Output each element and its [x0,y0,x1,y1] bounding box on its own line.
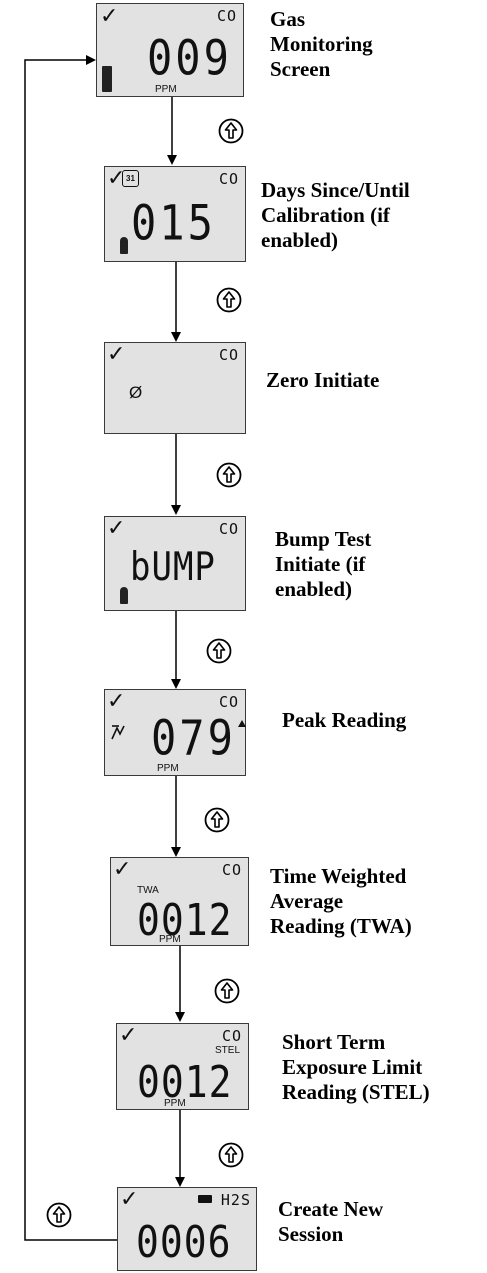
reading-value: 0012 [137,1056,233,1108]
check-icon: ✓ [120,1186,139,1211]
check-icon: ✓ [107,515,126,540]
gas-label: CO [221,861,242,879]
screen-stel-reading: ✓ CO STEL 0012 PPM [116,1023,249,1110]
gas-cylinder-icon [120,237,128,254]
unit-label: PPM [155,84,177,95]
stel-tag: STEL [215,1045,241,1056]
gas-label: CO [218,520,239,538]
caption-zero-initiate: Zero Initiate [266,368,380,392]
screen-peak-reading: ✓ CO 079 PPM [104,689,246,776]
check-icon: ✓ [107,688,126,713]
gas-cylinder-icon [120,587,128,604]
up-button-icon [204,807,230,833]
check-icon: ✓ [113,856,132,881]
unit-label: PPM [159,934,181,945]
gas-label: CO [221,1027,242,1045]
check-icon: ✓ [107,165,126,190]
gas-label: H2S [220,1191,251,1209]
battery-icon [102,66,112,92]
screen-new-session: ✓ H2S 0006 [117,1187,257,1271]
gas-label: CO [218,346,239,364]
reading-value: bUMP [130,544,216,591]
reading-value: 079 [151,709,236,766]
up-button-icon [218,118,244,144]
gas-label: CO [216,7,237,25]
up-button-icon [214,978,240,1004]
screen-gas-monitoring: ✓ CO 009 PPM [96,3,244,97]
triangle-up-icon [238,720,246,727]
up-button-icon [216,287,242,313]
screen-zero-initiate: ✓ CO Ø [104,342,246,434]
return-loop-line [24,55,117,1241]
gas-label: CO [218,170,239,188]
peak-icon [111,725,125,740]
up-button-icon [206,638,232,664]
up-button-icon [218,1142,244,1168]
check-icon: ✓ [107,341,126,366]
reading-value: 0006 [136,1216,232,1268]
screen-days-calibration: ✓ 31 CO 015 [104,166,246,262]
caption-peak-reading: Peak Reading [282,708,407,732]
gas-label: CO [218,693,239,711]
unit-label: PPM [157,763,179,774]
reading-value: 009 [147,29,232,86]
unit-label: PPM [164,1098,186,1109]
calendar-icon: 31 [122,170,139,187]
reading-value: 015 [131,194,216,251]
screen-bump-test: ✓ CO bUMP [104,516,246,611]
up-button-icon [216,462,242,488]
reading-value: 0012 [137,894,233,946]
zero-symbol: Ø [129,383,143,402]
check-icon: ✓ [100,3,119,28]
up-button-icon [46,1202,72,1228]
screen-twa-reading: ✓ CO TWA 0012 PPM [110,857,249,946]
twa-tag: TWA [137,885,159,896]
session-icon [198,1195,212,1203]
check-icon: ✓ [119,1022,138,1047]
